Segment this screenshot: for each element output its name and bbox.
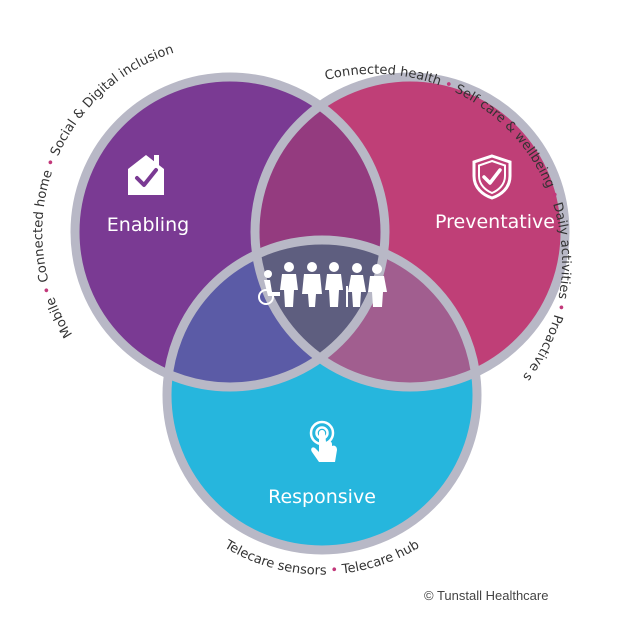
enabling-outline <box>70 72 390 392</box>
arc-item: Mobile <box>43 295 76 340</box>
overlap-enabling-responsive <box>167 240 385 387</box>
preventative-label: Preventative <box>435 211 555 233</box>
people-group-icon <box>258 262 387 307</box>
house-check-icon <box>128 155 164 195</box>
overlap-preventative-responsive <box>255 240 477 387</box>
arc-item: Connected home <box>31 168 56 284</box>
preventative-outline <box>250 72 570 392</box>
arc-separator: • <box>442 77 459 96</box>
arc-separator: • <box>43 152 61 169</box>
enabling-label: Enabling <box>107 214 189 236</box>
touch-hand-icon <box>309 420 337 462</box>
responsive-outline <box>162 235 482 555</box>
responsive-label: Responsive <box>268 486 376 508</box>
copyright-credit: © Tunstall Healthcare <box>424 588 549 603</box>
arc-separator: • <box>38 280 56 296</box>
shield-check-icon <box>472 154 512 200</box>
arc-separator: • <box>545 189 563 205</box>
arc-separator: • <box>551 302 568 317</box>
arc-separator: • <box>330 563 343 579</box>
